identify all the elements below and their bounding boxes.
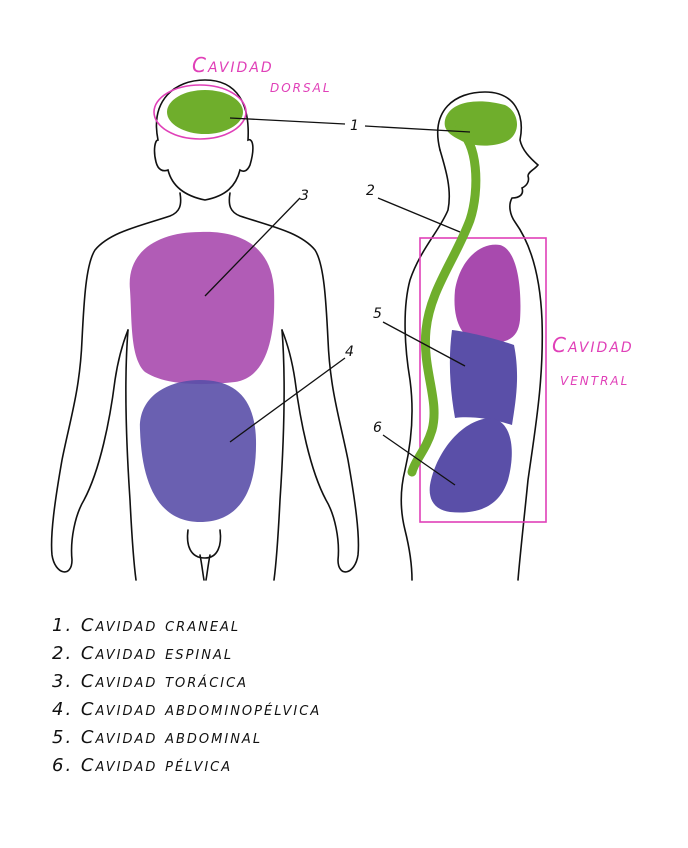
cranial-cavity-side bbox=[445, 101, 517, 145]
callout-2: 2 bbox=[366, 183, 375, 199]
callout-3: 3 bbox=[300, 188, 309, 204]
body-cavities-diagram: Cavidad dorsal Cavidad ventral 1 2 3 4 5… bbox=[0, 0, 688, 600]
legend-item-5: 5. Cavidad abdominal bbox=[52, 724, 472, 752]
thoracic-cavity-front bbox=[130, 232, 275, 384]
legend-item-2: 2. Cavidad espinal bbox=[52, 640, 472, 668]
callout-6: 6 bbox=[373, 420, 382, 436]
abdominal-cavity-side bbox=[450, 330, 517, 425]
legend-item-6: 6. Cavidad pélvica bbox=[52, 752, 472, 780]
callout-4: 4 bbox=[345, 344, 354, 360]
ventral-cavity-label-2: ventral bbox=[560, 370, 629, 390]
legend: 1. Cavidad craneal 2. Cavidad espinal 3.… bbox=[52, 612, 472, 780]
ventral-cavity-label-1: Cavidad bbox=[552, 333, 634, 357]
abdominopelvic-cavity-front bbox=[140, 380, 256, 522]
thoracic-cavity-side bbox=[454, 245, 520, 343]
dorsal-cavity-label-2: dorsal bbox=[270, 77, 332, 97]
pelvic-cavity-side bbox=[430, 418, 512, 513]
callout-1: 1 bbox=[350, 118, 359, 134]
legend-item-4: 4. Cavidad abdominopélvica bbox=[52, 696, 472, 724]
callout-5: 5 bbox=[373, 306, 382, 322]
cranial-cavity-front bbox=[167, 90, 243, 134]
legend-item-1: 1. Cavidad craneal bbox=[52, 612, 472, 640]
legend-item-3: 3. Cavidad torácica bbox=[52, 668, 472, 696]
dorsal-cavity-label-1: Cavidad bbox=[192, 53, 274, 77]
